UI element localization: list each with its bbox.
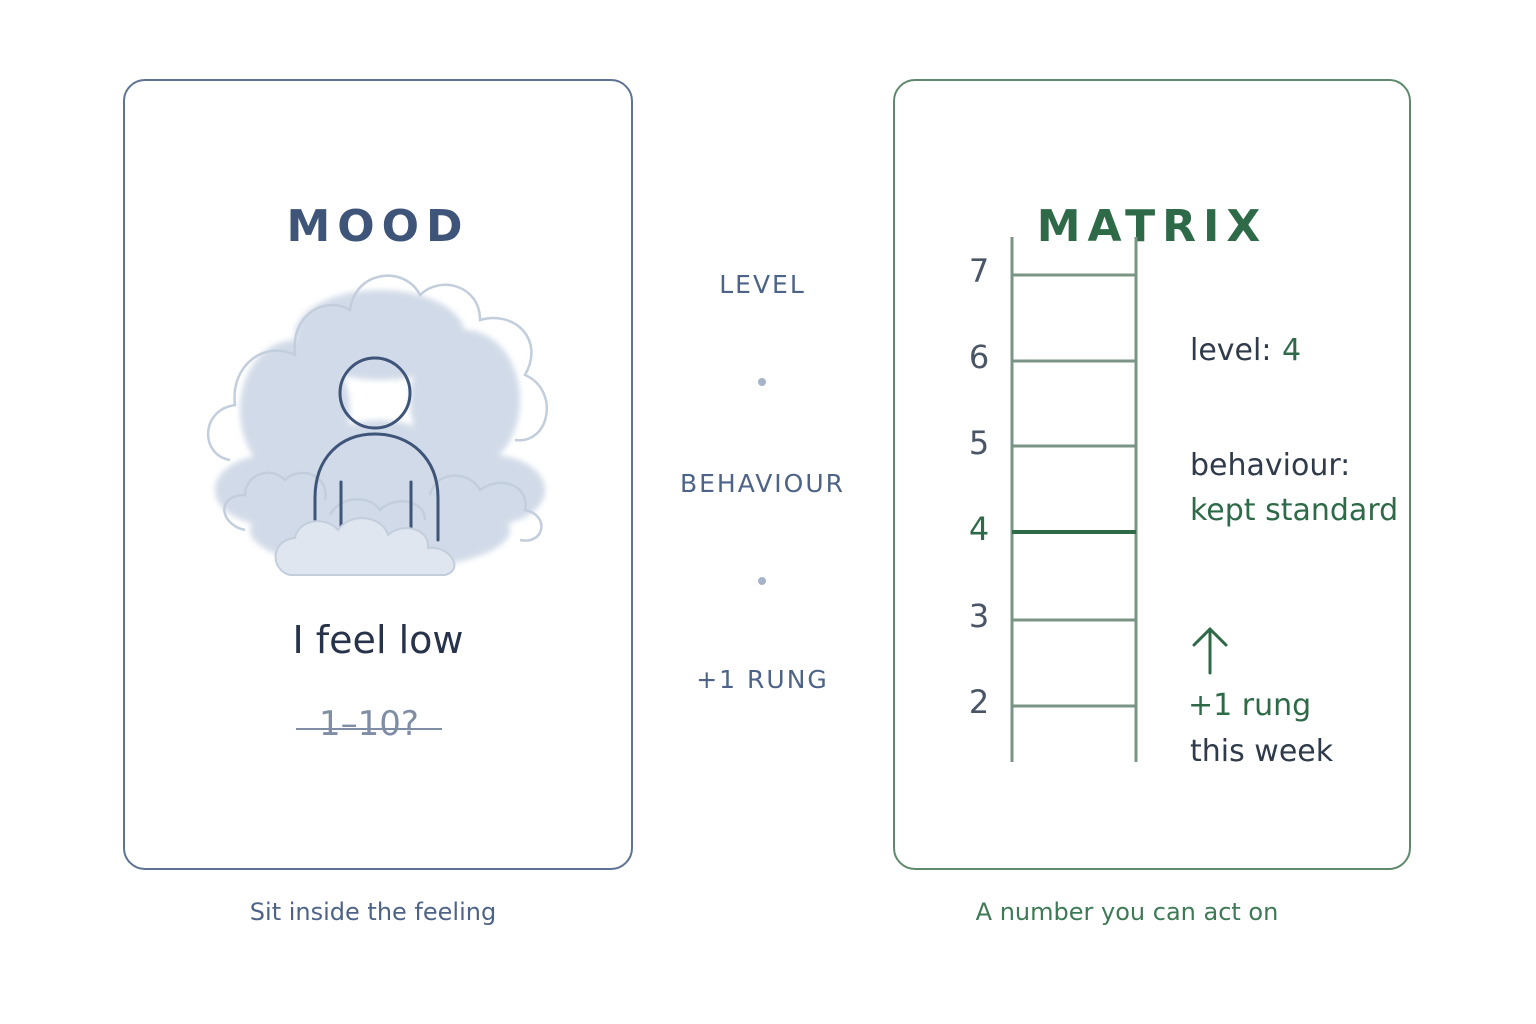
middle-label-level: LEVEL bbox=[719, 270, 806, 299]
separator-dot bbox=[758, 378, 766, 386]
behaviour-label: behaviour: bbox=[1190, 448, 1351, 483]
matrix-caption: A number you can act on bbox=[975, 898, 1279, 926]
rung-number-5: 5 bbox=[969, 424, 989, 462]
rung-number-current: 4 bbox=[969, 510, 989, 548]
arrow-up-icon bbox=[1192, 627, 1228, 675]
rung-number-7: 7 bbox=[969, 252, 989, 290]
middle-label-rung: +1 RUNG bbox=[696, 665, 829, 694]
separator-dot bbox=[758, 577, 766, 585]
matrix-title: MATRIX bbox=[1036, 201, 1268, 252]
rung-number-3: 3 bbox=[969, 597, 989, 635]
strikethrough-line bbox=[296, 728, 442, 730]
mood-scale-question: 1–10? bbox=[319, 704, 419, 744]
mood-caption: Sit inside the feeling bbox=[249, 898, 497, 926]
matrix-card: MATRIX bbox=[893, 79, 1411, 870]
level-label: level: bbox=[1190, 333, 1272, 368]
level-value: 4 bbox=[1282, 333, 1302, 368]
progress-rung-text: +1 rung bbox=[1188, 688, 1312, 723]
rung-number-6: 6 bbox=[969, 338, 989, 376]
behaviour-value: kept standard bbox=[1190, 493, 1399, 528]
person-in-clouds-icon bbox=[206, 274, 549, 576]
mood-statement: I feel low bbox=[292, 618, 464, 662]
mood-title: MOOD bbox=[286, 201, 470, 252]
rung-number-2: 2 bbox=[969, 683, 989, 721]
ladder-icon: 7 6 5 4 3 2 bbox=[969, 237, 1138, 762]
progress-week-text: this week bbox=[1190, 734, 1334, 769]
middle-label-behaviour: BEHAVIOUR bbox=[679, 469, 846, 498]
